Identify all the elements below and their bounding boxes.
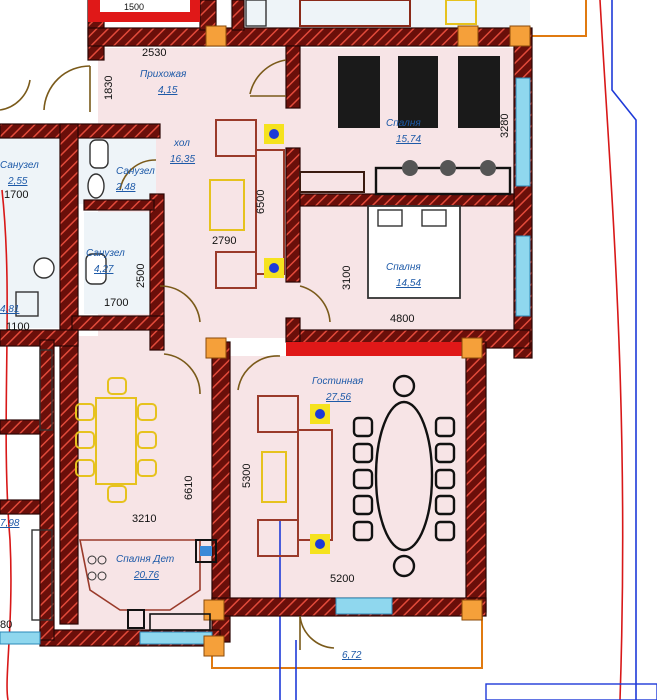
room-name-bath1: Санузел xyxy=(116,166,155,177)
dim-1700-b: 1700 xyxy=(104,297,128,309)
top-furniture xyxy=(245,0,477,27)
room-area-balcony: 6,72 xyxy=(342,650,362,661)
dim-2530: 2530 xyxy=(142,47,166,59)
dim-5300: 5300 xyxy=(241,464,253,488)
columns xyxy=(203,25,531,657)
room-name-kids: Спалня Дет xyxy=(116,554,174,565)
dim-80: 80 xyxy=(0,619,12,631)
dimension-labels: 2530 1830 1700 6500 2790 2500 1700 1100 … xyxy=(0,2,511,631)
room-area-entry: 4,15 xyxy=(158,85,178,96)
room-area-living: 27,56 xyxy=(325,392,351,403)
room-area-bath1: 2,48 xyxy=(115,182,136,193)
room-name-living: Гостинная xyxy=(312,376,364,387)
dim-top-cut: 1500 xyxy=(124,2,144,12)
room-labels: Прихожая 4,15 хол 16,35 Санузел 2,48 Сан… xyxy=(0,69,421,661)
dim-6610: 6610 xyxy=(183,476,195,500)
dim-6500: 6500 xyxy=(255,190,267,214)
sanitary xyxy=(15,139,109,621)
dim-2500: 2500 xyxy=(135,264,147,288)
doors xyxy=(0,59,335,650)
bedroom2-bed xyxy=(367,205,461,299)
dim-2790: 2790 xyxy=(212,235,236,247)
dim-1830: 1830 xyxy=(103,76,115,100)
dim-3280: 3280 xyxy=(499,114,511,138)
dim-4800: 4800 xyxy=(390,313,414,325)
room-name-bedroom2: Спалня xyxy=(386,262,421,273)
room-name-bath-left: Санузел xyxy=(0,160,39,171)
hall-furniture xyxy=(209,119,285,289)
bedroom1-furniture xyxy=(299,56,512,196)
dim-3100: 3100 xyxy=(341,266,353,290)
room-area-kids: 20,76 xyxy=(133,570,159,581)
room-name-hol: хол xyxy=(173,138,190,149)
dim-5200: 5200 xyxy=(330,573,354,585)
room-area-bedroom2: 14,54 xyxy=(396,278,421,289)
room-name-bath2: Санузел xyxy=(86,248,125,259)
room-area-bedroom1: 15,74 xyxy=(396,134,421,145)
living-furniture xyxy=(257,374,456,578)
dim-1700-a: 1700 xyxy=(4,189,28,201)
left-cut-area-b: 7,98 xyxy=(0,518,20,529)
room-area-hol: 16,35 xyxy=(170,154,195,165)
dining-furniture xyxy=(75,377,217,631)
dim-3210: 3210 xyxy=(132,513,156,525)
left-cut-area-a: 4,81 xyxy=(0,304,19,315)
room-area-bath2: 4,27 xyxy=(94,264,114,275)
room-name-bedroom1: Спалня xyxy=(386,118,421,129)
dim-1100: 1100 xyxy=(6,321,30,333)
room-area-bath-left: 2,55 xyxy=(7,176,28,187)
room-name-entry: Прихожая xyxy=(140,69,187,80)
